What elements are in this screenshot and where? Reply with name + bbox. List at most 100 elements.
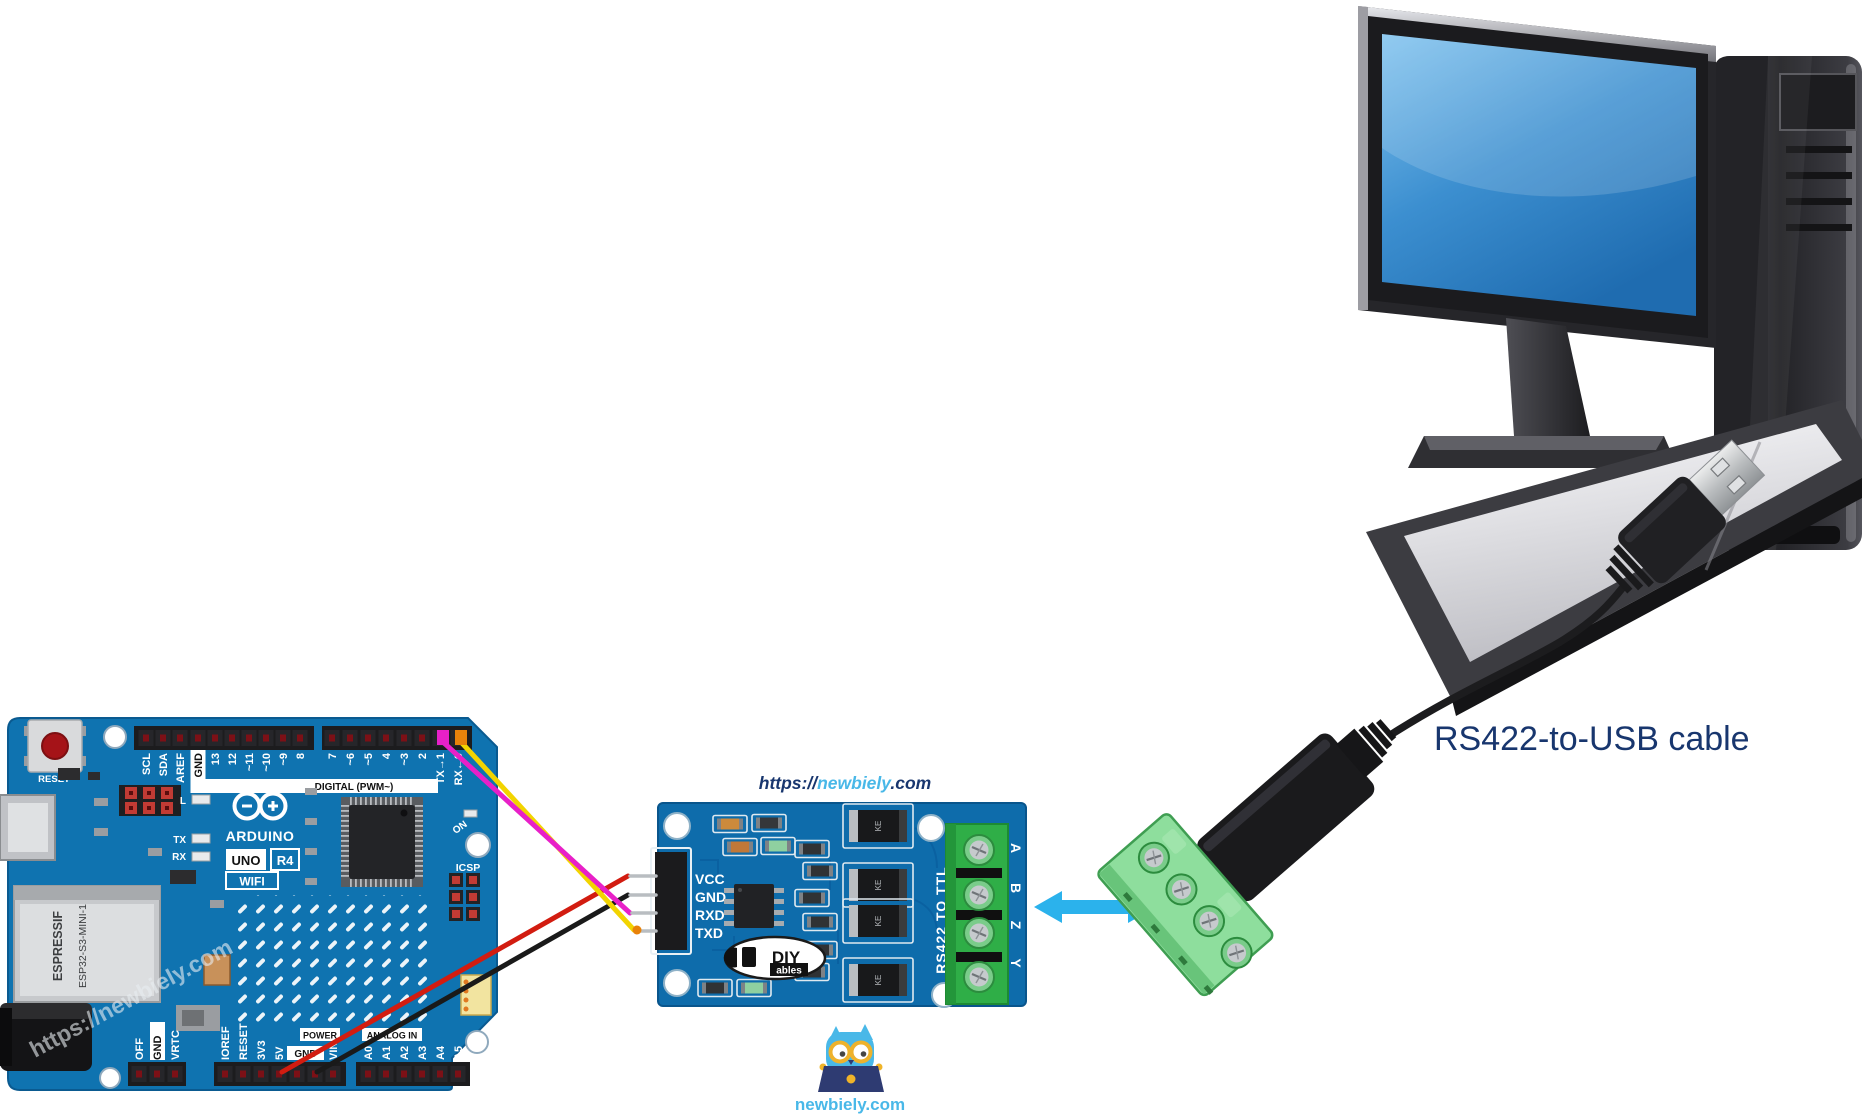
module-pin-rxd: RXD bbox=[695, 907, 725, 923]
usb-cable-cord bbox=[1388, 582, 1628, 738]
module-ic-chip bbox=[724, 884, 784, 928]
svg-text:VRTC: VRTC bbox=[170, 1030, 182, 1060]
esp-part-number: ESP32-S3-MINI-1 bbox=[77, 904, 89, 988]
wire-tx bbox=[440, 739, 633, 916]
svg-text:4: 4 bbox=[381, 752, 393, 759]
power-strip-label: POWER bbox=[303, 1031, 338, 1041]
svg-text:13: 13 bbox=[210, 753, 222, 765]
arduino-bottom-pin-row bbox=[131, 1066, 466, 1082]
svg-text:~10: ~10 bbox=[261, 753, 273, 772]
ables-text: ables bbox=[776, 966, 802, 977]
svg-text:A0: A0 bbox=[363, 1046, 375, 1060]
monitor-stand bbox=[1506, 318, 1590, 436]
svg-text:~6: ~6 bbox=[345, 753, 357, 766]
esp-brand: ESPRESSIF bbox=[51, 911, 65, 982]
analog-strip-label: ANALOG IN bbox=[367, 1031, 418, 1041]
svg-text:7: 7 bbox=[327, 753, 339, 759]
model-r4: R4 bbox=[277, 853, 294, 868]
arduino-bottom-pin-labels: OFF GND VRTC IOREF RESET 3V3 5V GND VIN … bbox=[134, 1022, 465, 1060]
arduino-top-pin-labels: SCL SDA AREF GND 13 12 ~11 ~10 ~9 8 7 ~6… bbox=[141, 752, 465, 785]
svg-text:RESET: RESET bbox=[238, 1023, 250, 1060]
svg-text:TX: TX bbox=[173, 835, 186, 846]
wire-gnd bbox=[314, 892, 631, 1075]
url-prefix: https:// bbox=[759, 773, 819, 793]
svg-text:~11: ~11 bbox=[244, 753, 256, 771]
wire-5v bbox=[279, 873, 631, 1075]
svg-text:KE: KE bbox=[874, 821, 883, 832]
model-uno: UNO bbox=[232, 853, 261, 868]
svg-text:2: 2 bbox=[417, 753, 429, 759]
module-pin-b: B bbox=[1008, 883, 1024, 893]
svg-text:GND: GND bbox=[152, 1036, 164, 1061]
module-pin-gnd: GND bbox=[695, 889, 726, 905]
rs422-ttl-module: VCC GND RXD TXD KE KE KE KE D bbox=[650, 802, 1027, 1008]
tower-vents bbox=[1786, 146, 1852, 231]
mounting-hole bbox=[103, 725, 127, 749]
svg-text:TX→1: TX→1 bbox=[435, 753, 447, 784]
module-site-url: https://newbiely.com bbox=[759, 773, 931, 793]
newbiely-logo: newbiely.com bbox=[795, 1024, 905, 1114]
arduino-smd-components bbox=[58, 768, 317, 908]
bidirectional-arrow bbox=[1034, 891, 1156, 923]
module-pin-a: A bbox=[1008, 843, 1024, 853]
svg-text:A4: A4 bbox=[435, 1045, 447, 1060]
reset-label: RESET bbox=[38, 774, 70, 785]
rs422-usb-cable: RS422-to-USB cable bbox=[1097, 439, 1766, 997]
computer-monitor bbox=[1358, 6, 1716, 468]
svg-text:KE: KE bbox=[874, 975, 883, 986]
svg-text:L: L bbox=[180, 796, 186, 807]
svg-text:12: 12 bbox=[227, 753, 239, 765]
hatched-area bbox=[238, 895, 434, 1025]
svg-text:5V: 5V bbox=[274, 1046, 286, 1060]
module-ttl-header bbox=[655, 852, 687, 950]
diyables-logo: DIY ables bbox=[723, 935, 827, 981]
module-pin-txd: TXD bbox=[695, 925, 723, 941]
svg-text:8: 8 bbox=[295, 753, 307, 759]
arduino-logo bbox=[232, 791, 288, 821]
svg-text:A2: A2 bbox=[399, 1046, 411, 1060]
owl-glasses-right bbox=[849, 1040, 873, 1064]
svg-text:GND: GND bbox=[294, 1049, 316, 1060]
module-terminal-block bbox=[945, 823, 1009, 1005]
mounting-hole bbox=[465, 1030, 489, 1054]
svg-text:AREF: AREF bbox=[175, 753, 187, 783]
svg-text:KE: KE bbox=[874, 880, 883, 891]
usb-plug bbox=[1605, 439, 1766, 594]
svg-text:3V3: 3V3 bbox=[256, 1040, 268, 1060]
mounting-hole bbox=[465, 832, 491, 858]
svg-text:A5: A5 bbox=[453, 1046, 465, 1060]
monitor-screen bbox=[1382, 34, 1696, 316]
arduino-board: DIGITAL (PWM~) SCL SDA AREF GND 13 12 ~1… bbox=[0, 717, 498, 1091]
footer-site-text: newbiely.com bbox=[795, 1095, 905, 1114]
svg-text:OFF: OFF bbox=[134, 1038, 146, 1060]
module-pin-vcc: VCC bbox=[695, 871, 725, 887]
owl-glasses-left bbox=[828, 1040, 852, 1064]
svg-text:A1: A1 bbox=[381, 1046, 393, 1060]
diy-text: DIY bbox=[772, 948, 801, 967]
svg-text:SDA: SDA bbox=[158, 753, 170, 776]
usb-plug-body bbox=[1618, 476, 1726, 584]
svg-text:KE: KE bbox=[874, 916, 883, 927]
reset-button bbox=[24, 719, 86, 773]
usb-b-port bbox=[0, 794, 56, 861]
icsp-label: ICSP bbox=[456, 862, 481, 874]
esp32-module: ESPRESSIF ESP32-S3-MINI-1 bbox=[13, 885, 161, 1003]
rs422-adapter bbox=[1097, 719, 1397, 997]
svg-text:A3: A3 bbox=[417, 1046, 429, 1060]
svg-text:~5: ~5 bbox=[363, 753, 375, 766]
tower-drive-bay bbox=[1779, 73, 1857, 131]
module-pin-y: Y bbox=[1008, 958, 1024, 968]
model-wifi: WIFI bbox=[239, 875, 264, 889]
adapter-body bbox=[1197, 733, 1375, 902]
svg-text:~9: ~9 bbox=[278, 753, 290, 766]
mounting-hole bbox=[99, 1067, 121, 1089]
svg-text:SCL: SCL bbox=[141, 753, 153, 775]
svg-text:~3: ~3 bbox=[399, 753, 411, 766]
led-labels: L TX RX bbox=[172, 794, 211, 863]
svg-text:RX: RX bbox=[172, 852, 186, 863]
arduino-brand: ARDUINO bbox=[226, 828, 295, 844]
module-pin-z: Z bbox=[1008, 921, 1024, 930]
digital-strip-label: DIGITAL (PWM~) bbox=[315, 782, 394, 793]
svg-text:GND: GND bbox=[193, 753, 205, 778]
